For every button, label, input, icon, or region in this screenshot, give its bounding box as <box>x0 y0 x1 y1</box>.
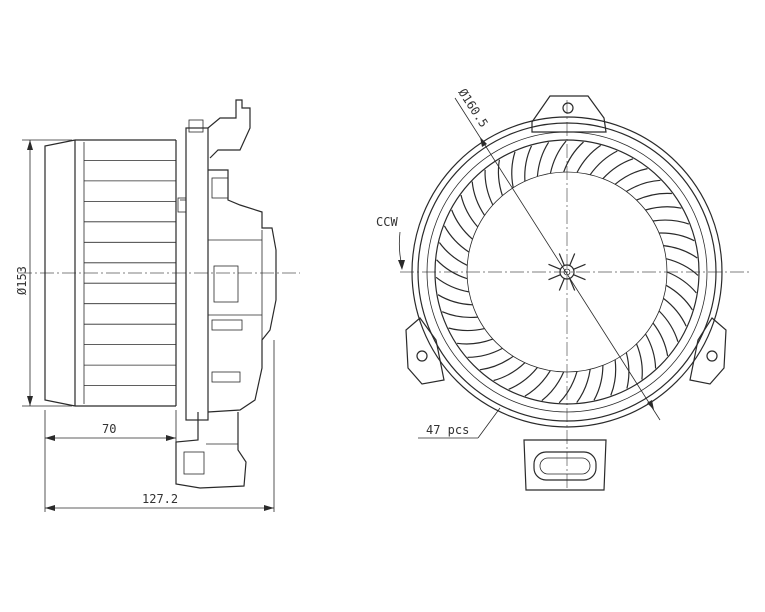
fan-blade <box>625 179 661 193</box>
fan-blade <box>665 284 693 311</box>
side-flange <box>185 127 209 421</box>
front-connector <box>523 439 607 491</box>
fan-blade <box>448 327 485 332</box>
hub-spoke <box>573 274 586 281</box>
front-wheel-outer <box>434 139 700 405</box>
fan-blade <box>471 181 486 216</box>
side-connector <box>175 412 247 489</box>
hub-spoke <box>548 274 561 281</box>
side-top-bracket <box>207 99 251 159</box>
fan-blade <box>508 367 538 390</box>
fan-blade <box>549 140 567 174</box>
fan-blade <box>451 209 473 240</box>
hub-spoke <box>573 263 586 270</box>
fan-blade <box>467 347 503 358</box>
side-fan-front-edge <box>44 139 76 407</box>
fan-blade <box>602 158 634 180</box>
fan-blade <box>541 371 565 402</box>
fan-blade <box>652 219 690 225</box>
hub-spoke <box>569 278 576 291</box>
fan-blade <box>635 343 643 380</box>
fan-blade <box>666 271 697 294</box>
fan-blade <box>558 371 578 404</box>
fan-blade <box>441 311 478 318</box>
fan-blade <box>457 338 494 345</box>
side-motor-housing <box>207 169 277 413</box>
fan-blade <box>435 276 470 293</box>
blade-count-leader <box>477 407 501 439</box>
fan-blade <box>644 333 657 369</box>
fan-blade <box>665 258 699 276</box>
fan-blade <box>493 362 526 382</box>
fan-blade <box>437 294 473 306</box>
blade-count-label: 47 pcs <box>426 423 469 437</box>
fan-blade <box>663 245 698 259</box>
dim-label-70: 70 <box>102 422 116 436</box>
front-outer-ring <box>411 116 723 428</box>
front-right-tab <box>689 317 727 385</box>
front-view: Ø160.5 CCW 47 pcs <box>376 86 752 491</box>
side-view: Ø153 70 127.2 <box>15 99 300 512</box>
fan-blade <box>636 192 672 201</box>
fan-blade <box>593 365 604 401</box>
dim-label-diameter-160-5: Ø160.5 <box>455 86 490 130</box>
fan-blade <box>576 144 602 173</box>
fan-blade <box>663 297 687 327</box>
fan-blade <box>576 369 591 403</box>
fan-blade <box>658 310 679 342</box>
fan-blade <box>524 145 533 182</box>
front-top-tab <box>531 95 607 133</box>
hub-spoke <box>569 253 576 266</box>
hub-spoke <box>558 278 565 291</box>
fan-blade <box>645 206 682 211</box>
fan-blade <box>659 232 695 242</box>
front-hub-spokes <box>548 253 586 291</box>
fan-blade <box>614 168 648 185</box>
dim-label-diameter-153: Ø153 <box>15 266 29 295</box>
dim-line-diameter-front <box>454 97 661 421</box>
fan-blade <box>563 141 584 173</box>
hub-spoke <box>548 263 561 270</box>
fan-blade <box>484 169 494 206</box>
dim-label-127-2: 127.2 <box>142 492 178 506</box>
fan-blade <box>443 225 470 253</box>
fan-blade <box>524 370 551 397</box>
fan-blade <box>460 194 479 228</box>
fan-blade <box>610 359 617 396</box>
hub-spoke <box>558 253 565 266</box>
fan-blade <box>479 355 514 371</box>
fan-blade <box>652 322 669 356</box>
fan-blade <box>436 259 468 280</box>
fan-blade <box>536 141 550 177</box>
front-hub <box>559 264 575 280</box>
fan-blade <box>438 242 468 266</box>
side-fan-fins <box>84 160 176 386</box>
rotation-label-ccw: CCW <box>376 215 398 229</box>
front-left-tab <box>405 317 445 385</box>
fan-blade <box>497 159 503 196</box>
fan-blade <box>589 150 618 176</box>
fan-blade <box>511 151 516 188</box>
